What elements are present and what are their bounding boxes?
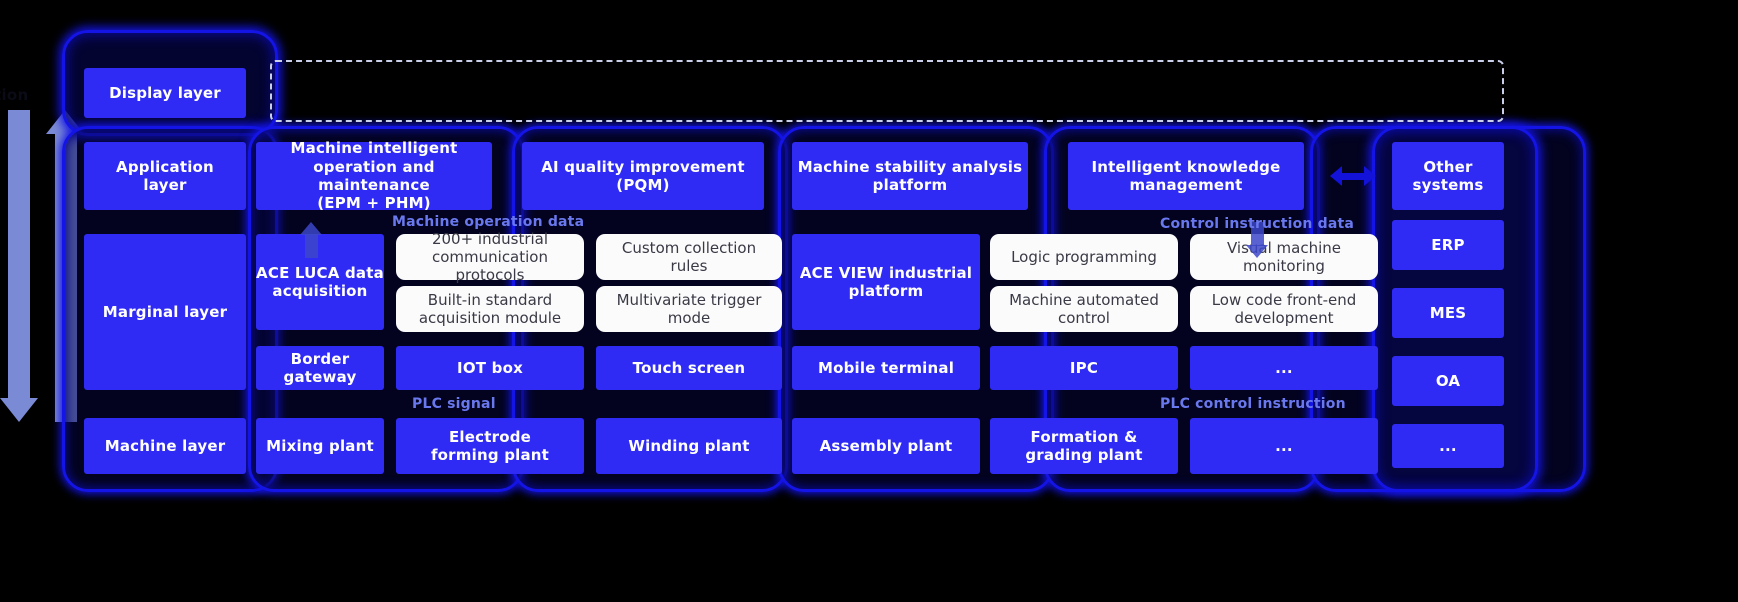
device-border-gateway[interactable]: Border gateway <box>256 346 384 390</box>
marginal-item-logic-programming[interactable]: Logic programming <box>990 234 1178 280</box>
application-card-stability[interactable]: Machine stability analysis platform <box>792 142 1028 210</box>
layer-label-application: Application layer <box>84 142 246 210</box>
marginal-item-visual-monitoring[interactable]: Visual machine monitoring <box>1190 234 1378 280</box>
marginal-item-low-code[interactable]: Low code front-end development <box>1190 286 1378 332</box>
application-card-epm-phm[interactable]: Machine intelligent operation and mainte… <box>256 139 492 212</box>
marginal-item-custom-rules[interactable]: Custom collection rules <box>596 234 782 280</box>
marginal-platform-ace-luca[interactable]: ACE LUCA data acquisition <box>256 234 384 330</box>
caption-machine-operation-data: Machine operation data <box>392 214 585 230</box>
machine-more[interactable]: ... <box>1190 418 1378 474</box>
device-iot-box[interactable]: IOT box <box>396 346 584 390</box>
caption-control-instruction-data: Control instruction data <box>1160 216 1355 232</box>
machine-winding-plant[interactable]: Winding plant <box>596 418 782 474</box>
bidirectional-link-icon <box>1330 163 1376 189</box>
layer-label-display: Display layer <box>84 68 246 118</box>
machine-formation-grading-plant[interactable]: Formation & grading plant <box>990 418 1178 474</box>
application-card-ai-quality[interactable]: AI quality improvement (PQM) <box>522 142 764 210</box>
right-system-erp[interactable]: ERP <box>1392 220 1504 270</box>
right-system-other[interactable]: Other systems <box>1392 142 1504 210</box>
layer-label-marginal: Marginal layer <box>84 234 246 390</box>
right-system-more[interactable]: ... <box>1392 424 1504 468</box>
display-layer-dashed-connector <box>270 60 1504 122</box>
machine-operation-data-arrow <box>300 222 326 258</box>
flow-direction-arrows <box>0 110 84 445</box>
caption-plc-signal: PLC signal <box>412 396 496 412</box>
device-more[interactable]: ... <box>1190 346 1378 390</box>
application-card-knowledge[interactable]: Intelligent knowledge management <box>1068 142 1304 210</box>
device-mobile-terminal[interactable]: Mobile terminal <box>792 346 980 390</box>
marginal-item-trigger-mode[interactable]: Multivariate trigger mode <box>596 286 782 332</box>
marginal-platform-ace-view[interactable]: ACE VIEW industrial platform <box>792 234 980 330</box>
device-touch-screen[interactable]: Touch screen <box>596 346 782 390</box>
layer-label-machine: Machine layer <box>84 418 246 474</box>
device-ipc[interactable]: IPC <box>990 346 1178 390</box>
machine-electrode-forming-plant[interactable]: Electrode forming plant <box>396 418 584 474</box>
marginal-item-automated-control[interactable]: Machine automated control <box>990 286 1178 332</box>
right-system-oa[interactable]: OA <box>1392 356 1504 406</box>
marginal-item-standard-module[interactable]: Built-in standard acquisition module <box>396 286 584 332</box>
machine-mixing-plant[interactable]: Mixing plant <box>256 418 384 474</box>
machine-assembly-plant[interactable]: Assembly plant <box>792 418 980 474</box>
caption-plc-control-instruction: PLC control instruction <box>1160 396 1346 412</box>
cutoff-left-label: tion <box>0 86 29 104</box>
marginal-item-protocols[interactable]: 200+ industrial communication protocols <box>396 230 584 284</box>
control-instruction-data-arrow <box>1246 222 1272 258</box>
right-system-mes[interactable]: MES <box>1392 288 1504 338</box>
